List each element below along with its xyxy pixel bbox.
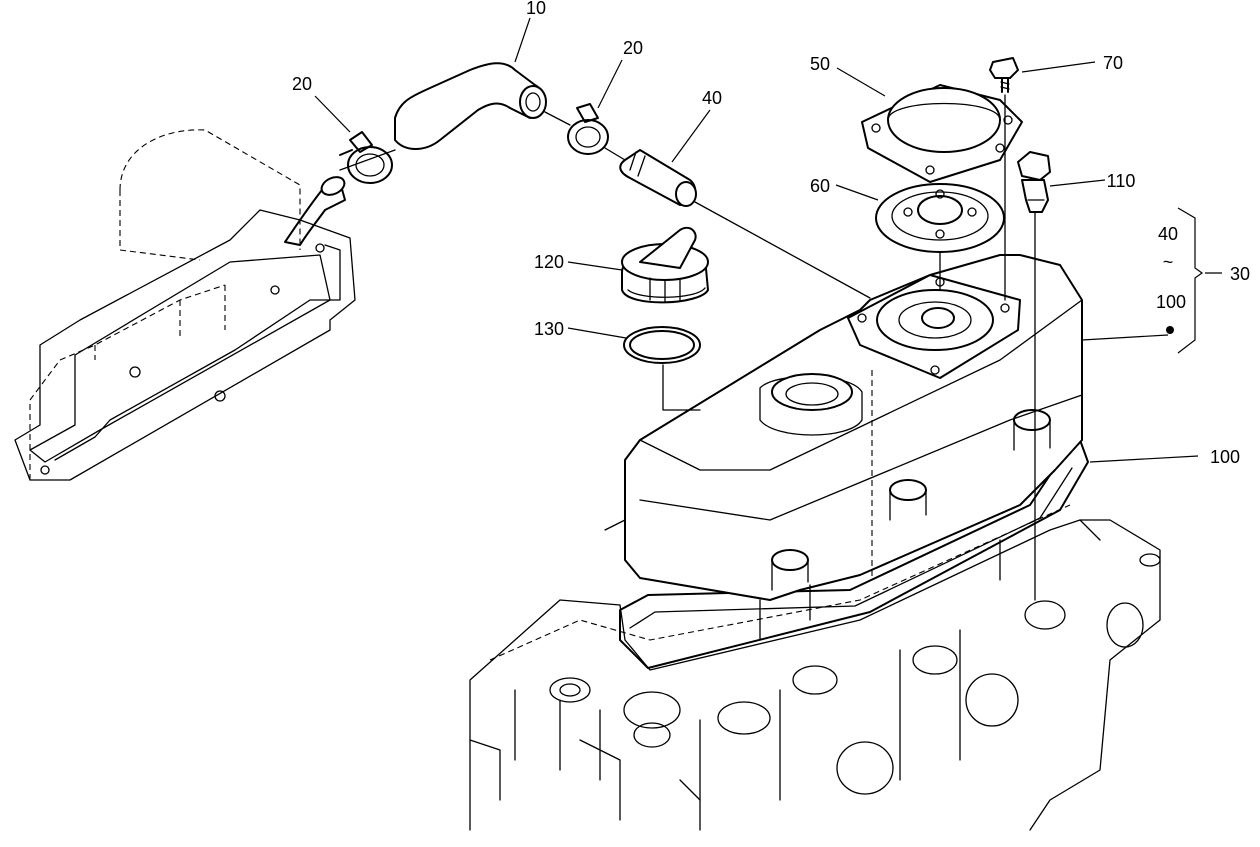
kit-group-label: 30 [1230, 264, 1250, 284]
callout-100: 100 [1210, 447, 1240, 467]
callout-40: 40 [702, 88, 722, 108]
left-housing-outline [14, 129, 356, 481]
callout-60: 60 [810, 176, 830, 196]
clamp-part-20-right [567, 103, 609, 155]
callout-20-right: 20 [623, 38, 643, 58]
kit-dot-marker [1166, 326, 1174, 334]
kit-item-bottom: 100 [1156, 292, 1186, 312]
callout-110: 110 [1107, 171, 1136, 191]
callout-130: 130 [534, 319, 564, 339]
diaphragm-part-60 [875, 183, 1005, 253]
bolt-part-70 [989, 57, 1019, 93]
valve-cover-body [624, 254, 1083, 601]
cover-plate-part-50 [861, 84, 1023, 183]
clamp-part-20-left [339, 131, 393, 184]
callout-10: 10 [526, 0, 546, 18]
cylinder-head [469, 504, 1161, 831]
kit-item-top: 40 [1158, 224, 1178, 244]
hose-part-10 [394, 62, 547, 150]
bolt-part-110 [1017, 151, 1051, 213]
kit-group-30: 40 ~ 100 30 [1156, 224, 1250, 334]
callout-50: 50 [810, 54, 830, 74]
tube-part-40 [619, 149, 697, 207]
callout-leaders [314, 17, 1222, 463]
assembly-guide-lines [339, 94, 1036, 601]
kit-separator: ~ [1163, 252, 1174, 272]
oil-cap-part-120 [621, 226, 709, 304]
callout-20-left: 20 [292, 74, 312, 94]
callout-120: 120 [534, 252, 564, 272]
o-ring-part-130 [623, 326, 701, 364]
callout-70: 70 [1103, 53, 1123, 73]
